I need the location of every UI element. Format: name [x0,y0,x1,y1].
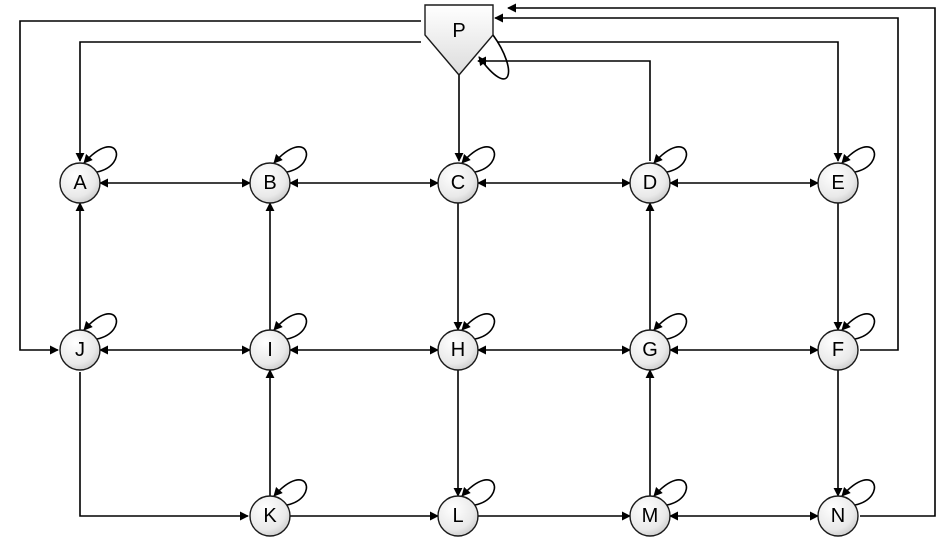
nodes-layer: P A B C D E J I H G F K L M N [59,4,859,537]
node-label: J [75,339,85,361]
node-i: I [249,329,291,371]
node-k: K [249,495,291,537]
edge-j-k [79,372,249,521]
self-loop-h [461,313,496,340]
self-loop-a [83,146,118,173]
self-loop-i [273,313,308,340]
node-label: E [831,172,844,194]
node-label: G [642,339,658,361]
node-b: B [249,162,291,204]
self-loop-m [653,479,688,506]
node-l: L [437,495,479,537]
node-d: D [629,162,671,204]
edge-p-a [75,41,421,162]
node-label: C [451,172,465,194]
edge-p-j [19,20,421,355]
node-label: H [451,339,465,361]
self-loop-p [478,34,510,80]
self-loop-e [841,146,876,173]
node-label: D [643,172,657,194]
node-p: P [424,4,494,77]
self-loop-j [83,313,118,340]
node-n: N [817,495,859,537]
node-label: K [263,505,277,527]
node-label: M [642,505,659,527]
node-label: I [267,339,273,361]
self-loop-c [461,146,496,173]
edge-p-e [497,41,843,162]
node-j: J [59,329,101,371]
node-label: N [831,505,845,527]
node-e: E [817,162,859,204]
self-loop-k [273,479,308,506]
node-g: G [629,329,671,371]
node-label: P [452,20,465,42]
node-label: B [263,172,276,194]
edge-d-p [477,56,651,161]
self-loop-n [841,479,876,506]
self-loop-l [461,479,496,506]
node-h: H [437,329,479,371]
edges-layer [19,3,936,521]
self-loop-b [273,146,308,173]
node-a: A [59,162,101,204]
node-m: M [629,495,671,537]
node-c: C [437,162,479,204]
node-label: A [73,172,87,194]
self-loop-g [653,313,688,340]
self-loop-d [653,146,688,173]
node-f: F [817,329,859,371]
node-label: L [452,505,463,527]
self-loop-f [841,313,876,340]
self-loops-layer [83,34,876,506]
edge-f-p [494,13,899,351]
node-label: F [832,339,844,361]
edge-n-p [507,3,936,517]
